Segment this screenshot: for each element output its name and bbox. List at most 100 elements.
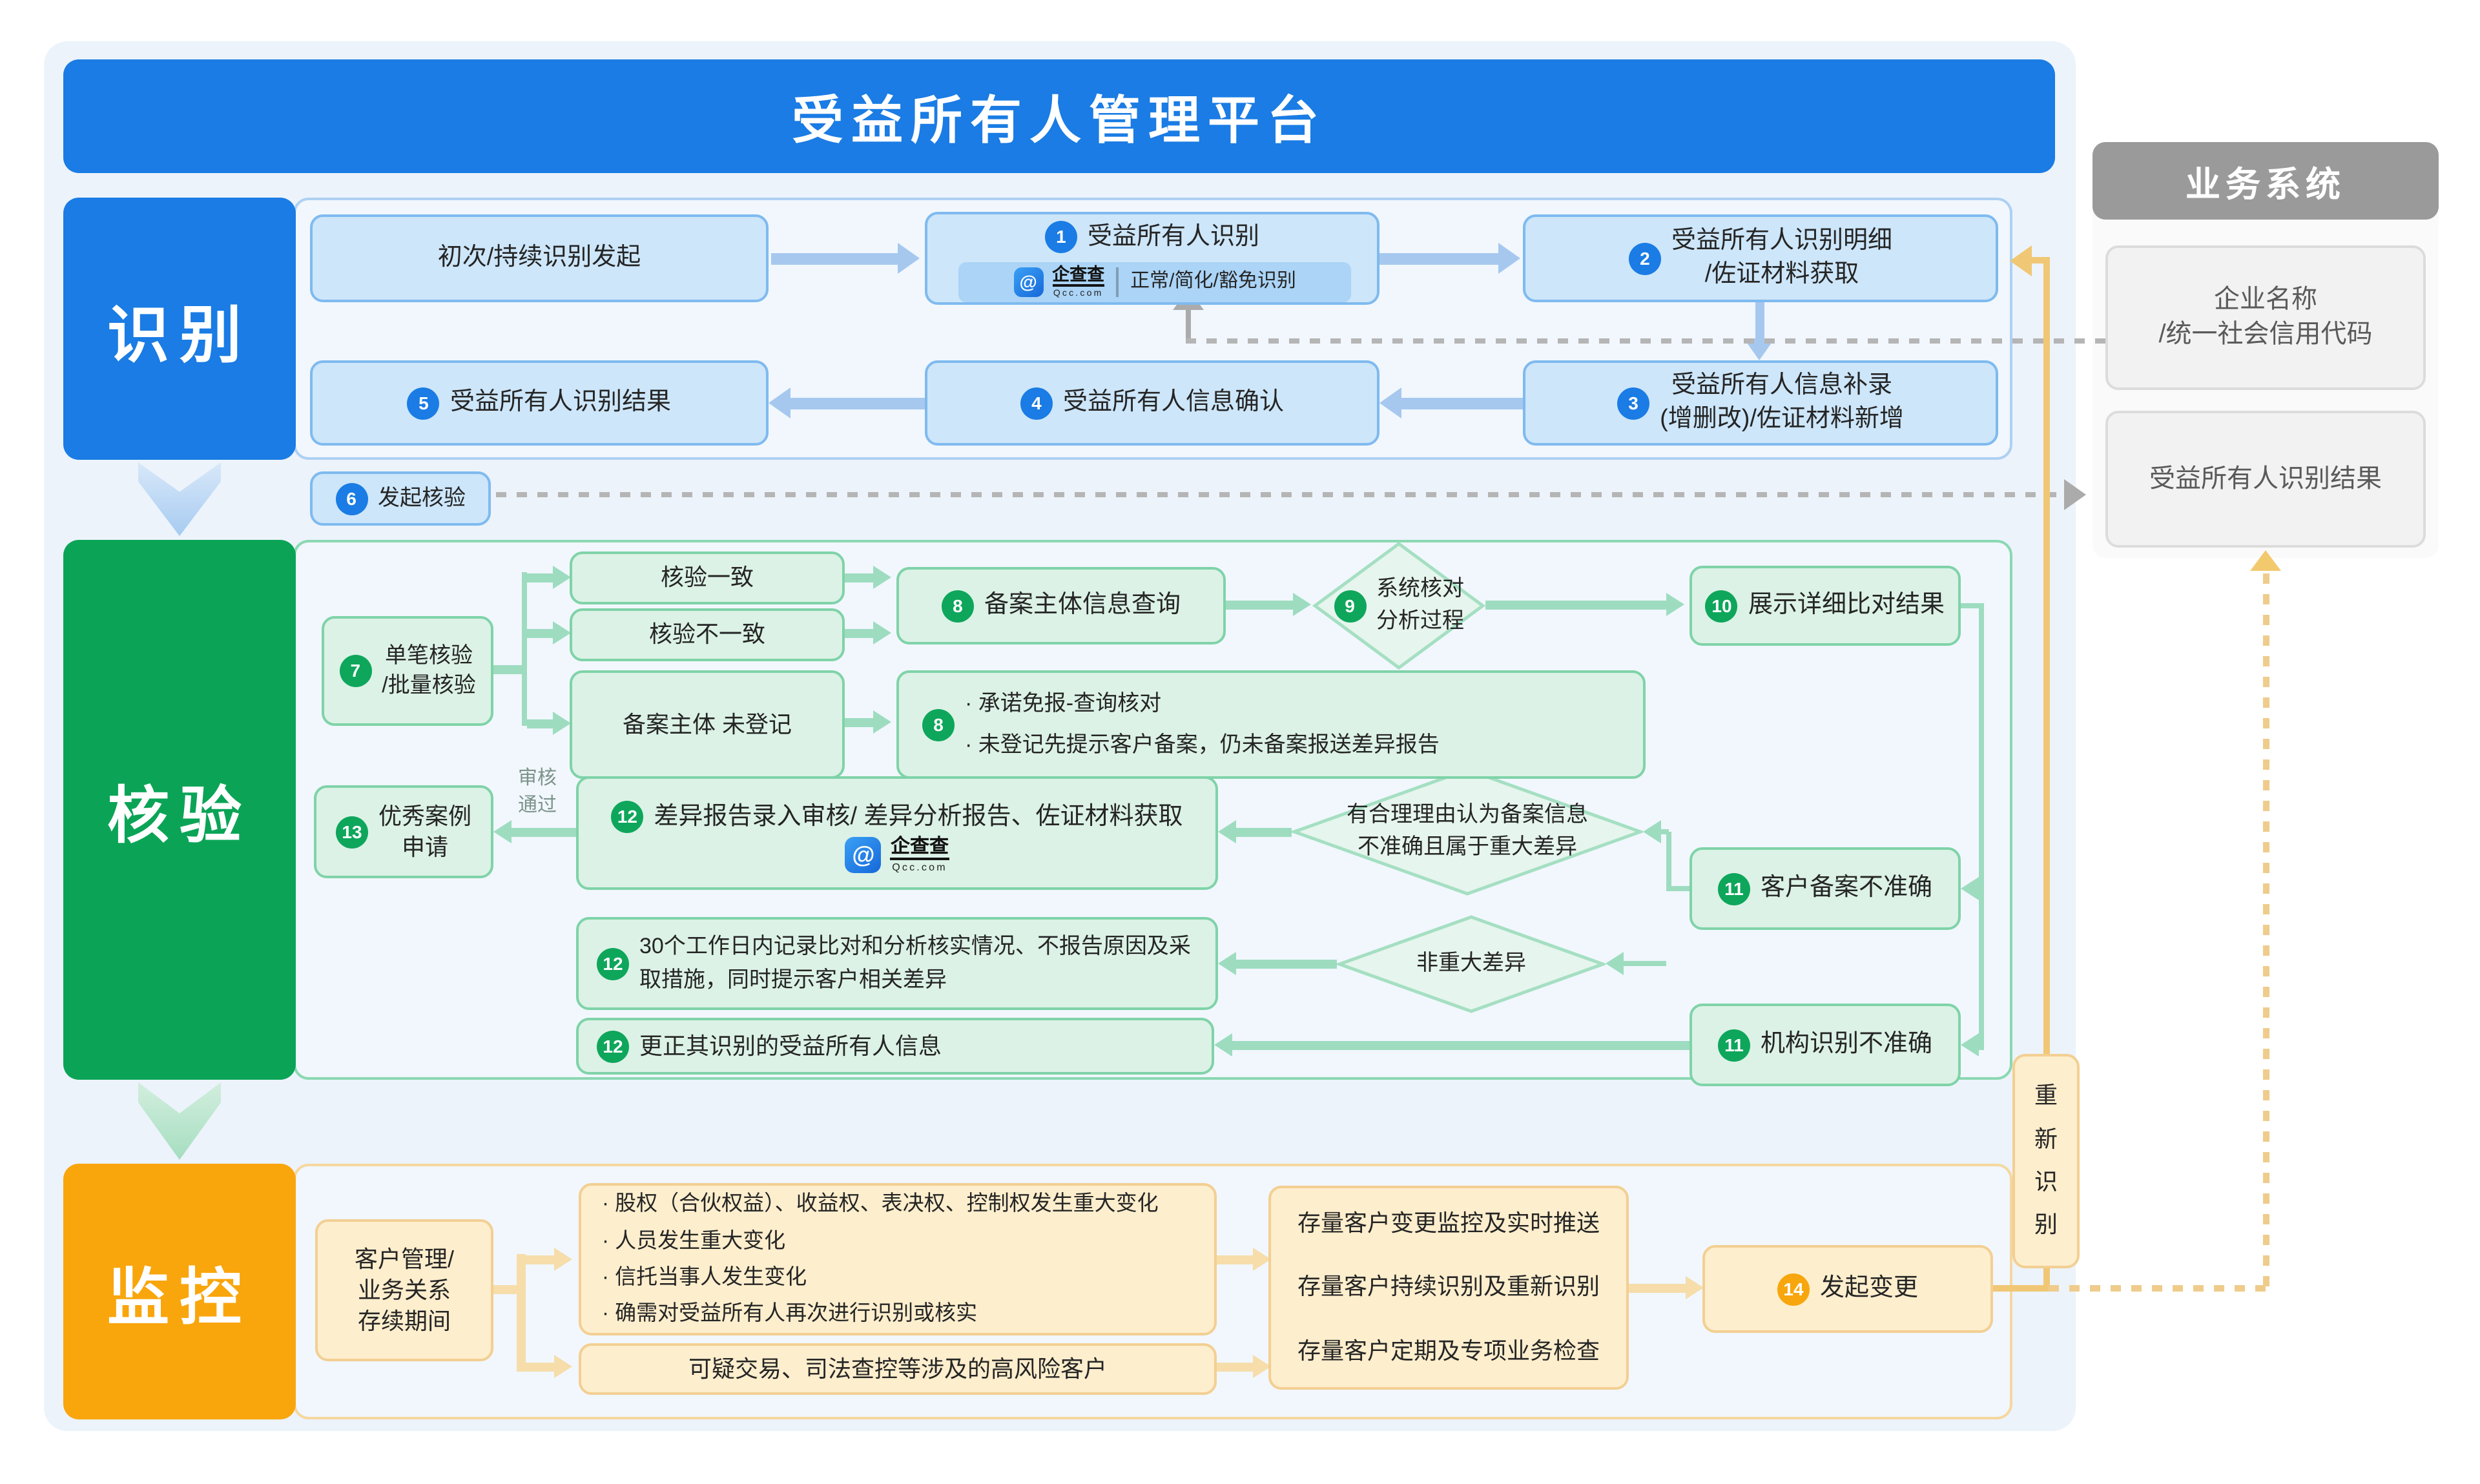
monitor-branch-vline <box>517 1254 526 1372</box>
arrow-b8a-to-d9 <box>1226 601 1293 610</box>
step-12b-badge: 12 <box>597 947 629 980</box>
arrow-stock-to-b14-head-icon <box>1686 1276 1704 1299</box>
feed-to-b11b-head-icon <box>1961 1033 1979 1056</box>
step-1-badge: 1 <box>1044 221 1077 254</box>
box-6-start-verify: 6 发起核验 <box>310 471 491 526</box>
step-11b-badge: 11 <box>1717 1029 1750 1061</box>
b8b-line-2: · 未登记先提示客户备案，仍未备案报送差异报告 <box>965 732 1440 757</box>
qcc-domain: Qcc.com <box>1053 289 1104 299</box>
high-risk-text: 可疑交易、司法查控等涉及的高风险客户 <box>688 1355 1107 1382</box>
diamond-major-diff <box>1292 768 1643 896</box>
reidentify-line-stub <box>1993 1285 2049 1292</box>
step-8b-badge: 8 <box>922 708 955 741</box>
qcc-logo: @ 企查查 Qcc.com <box>1013 265 1105 299</box>
reidentify-line-top <box>2031 257 2049 263</box>
arrow-b12a-to-b13-head-icon <box>493 820 512 843</box>
diamond-9-text: 系统核对 分析过程 <box>1376 576 1464 633</box>
arrow-stock-to-b14 <box>1629 1284 1686 1293</box>
box-1-text: 受益所有人识别 <box>1087 223 1259 251</box>
step-12a-badge: 12 <box>611 800 644 833</box>
arrow-b12a-to-b13 <box>512 828 576 837</box>
stock-actions-text: 存量客户变更监控及实时推送 存量客户持续识别及重新识别 存量客户定期及专项业务检… <box>1297 1210 1600 1364</box>
box-12c-text: 更正其识别的受益所有人信息 <box>639 1033 942 1059</box>
arrow-d9-to-b10-head-icon <box>1666 593 1684 616</box>
box-8b-exempt-note: 8 · 承诺免报-查询核对 · 未登记先提示客户备案，仍未备案报送差异报告 <box>896 670 1646 779</box>
arrow-unregistered-to-b8b <box>845 718 873 727</box>
bracket-to-dminor <box>1624 961 1666 966</box>
monitor-label-text: 监控 <box>107 1264 252 1333</box>
box-12b-text: 30个工作日内记录比对和分析核实情况、不报告原因及采 取措施，同时提示客户相关差… <box>639 933 1191 992</box>
arrow-b8a-to-d9-head-icon <box>1293 593 1311 616</box>
step-7-badge: 7 <box>339 655 372 687</box>
monitor-branch-to-bullets <box>526 1255 554 1264</box>
box-verify-match: 核验一致 <box>570 551 845 604</box>
step-8a-badge: 8 <box>941 590 974 622</box>
arrow-b1-to-b2 <box>1380 253 1498 265</box>
arrow-b4-to-b5 <box>790 398 925 409</box>
dashed-change-head-icon <box>2250 550 2281 571</box>
box-4-info-confirm: 4 受益所有人信息确认 <box>925 360 1380 446</box>
dashed-change-to-external-h <box>2049 1285 2268 1292</box>
box-1-title-row: 1 受益所有人识别 <box>927 221 1377 254</box>
arrow-bullets-to-stock <box>1217 1255 1253 1264</box>
diamond-9-content: 9 系统核对 分析过程 <box>1312 541 1485 670</box>
box-3-info-supplement: 3 受益所有人信息补录 (增删改)/佐证材料新增 <box>1523 360 1998 446</box>
qcc-logo-icon: @ <box>1013 267 1044 297</box>
step-13-badge: 13 <box>336 816 368 848</box>
verify-label-text: 核验 <box>107 783 252 851</box>
arrow-dminor-to-b12b <box>1236 960 1337 969</box>
arrow-b3-to-b4 <box>1401 398 1523 409</box>
audit-pass-label: 审核 通过 <box>517 767 557 816</box>
step-9-badge: 9 <box>1334 590 1366 622</box>
box-6-text: 发起核验 <box>378 485 466 510</box>
branch-to-unregistered-head-icon <box>553 712 571 735</box>
identify-label-text: 识别 <box>107 302 252 370</box>
box-5-identify-result: 5 受益所有人识别结果 <box>310 360 769 446</box>
start-text: 初次/持续识别发起 <box>437 244 641 272</box>
section-label-identify: 识别 <box>63 198 296 460</box>
box-11a-customer-record-wrong: 11 客户备案不准确 <box>1690 847 1961 930</box>
branch-to-match-head-icon <box>553 566 571 589</box>
branch-to-unregistered <box>527 719 553 728</box>
arrow-start-to-b1 <box>771 253 898 265</box>
bracket-to-dmajor <box>1658 829 1669 834</box>
arrow-start-to-b1-head-icon <box>898 243 920 274</box>
verify-match-text: 核验一致 <box>661 564 754 591</box>
unregistered-text: 备案主体 未登记 <box>622 711 792 737</box>
step-14-badge: 14 <box>1777 1273 1810 1305</box>
box-stock-customer-actions: 存量客户变更监控及实时推送 存量客户持续识别及重新识别 存量客户定期及专项业务检… <box>1268 1186 1629 1390</box>
dashed-link-external-to-qcc <box>1186 338 2105 344</box>
box-customer-mgmt: 客户管理/ 业务关系 存续期间 <box>315 1219 493 1361</box>
b8b-line-1: · 承诺免报-查询核对 <box>965 690 1162 716</box>
arrow-b3-to-b4-head-icon <box>1380 387 1401 418</box>
box-12a-text: 差异报告录入审核/ 差异分析报告、佐证材料获取 <box>654 803 1183 830</box>
bracket-to-dmajor-head-icon <box>1643 820 1661 843</box>
step-6-badge: 6 <box>335 482 367 515</box>
branch-to-mismatch <box>527 629 553 638</box>
monitor-branch-to-risk-head-icon <box>554 1355 572 1378</box>
box-13-text: 优秀案例 申请 <box>378 803 471 860</box>
box-initial-identify-start: 初次/持续识别发起 <box>310 214 769 302</box>
branch-b7-vline <box>522 572 527 726</box>
box-12c-correct-info: 12 更正其识别的受益所有人信息 <box>576 1018 1214 1075</box>
step-5-badge: 5 <box>407 387 440 419</box>
box-subject-unregistered: 备案主体 未登记 <box>570 670 845 779</box>
box-external-company-input: 企业名称 /统一社会信用代码 <box>2105 245 2426 390</box>
arrow-mismatch-to-b8a <box>845 629 873 638</box>
dashed-change-to-external-v <box>2263 573 2269 1288</box>
box-11a-text: 客户备案不准确 <box>1760 874 1932 902</box>
bracket-b11a-vline <box>1666 832 1671 891</box>
dashed-link-verify-head-icon <box>2064 479 2086 510</box>
identify-mode-text: 正常/简化/豁免识别 <box>1130 270 1296 293</box>
box-10-compare-result: 10 展示详细比对结果 <box>1690 566 1961 646</box>
dashed-link-qcc-stem <box>1186 310 1191 338</box>
external-output-text: 受益所有人识别结果 <box>2149 464 2382 493</box>
box-12a-title-row: 12 差异报告录入审核/ 差异分析报告、佐证材料获取 <box>611 800 1183 833</box>
arrow-b1-to-b2-head-icon <box>1498 243 1520 274</box>
diamond-major-diff-text: 有合理理由认为备案信息 不准确且属于重大差异 <box>1347 802 1588 859</box>
arrow-mismatch-to-b8a-head-icon <box>873 621 891 644</box>
arrow-unregistered-to-b8b-head-icon <box>873 710 891 734</box>
qcc-name: 企查查 <box>1052 265 1105 287</box>
bracket-b11a-stub <box>1666 886 1690 891</box>
box-11b-text: 机构识别不准确 <box>1760 1031 1932 1058</box>
